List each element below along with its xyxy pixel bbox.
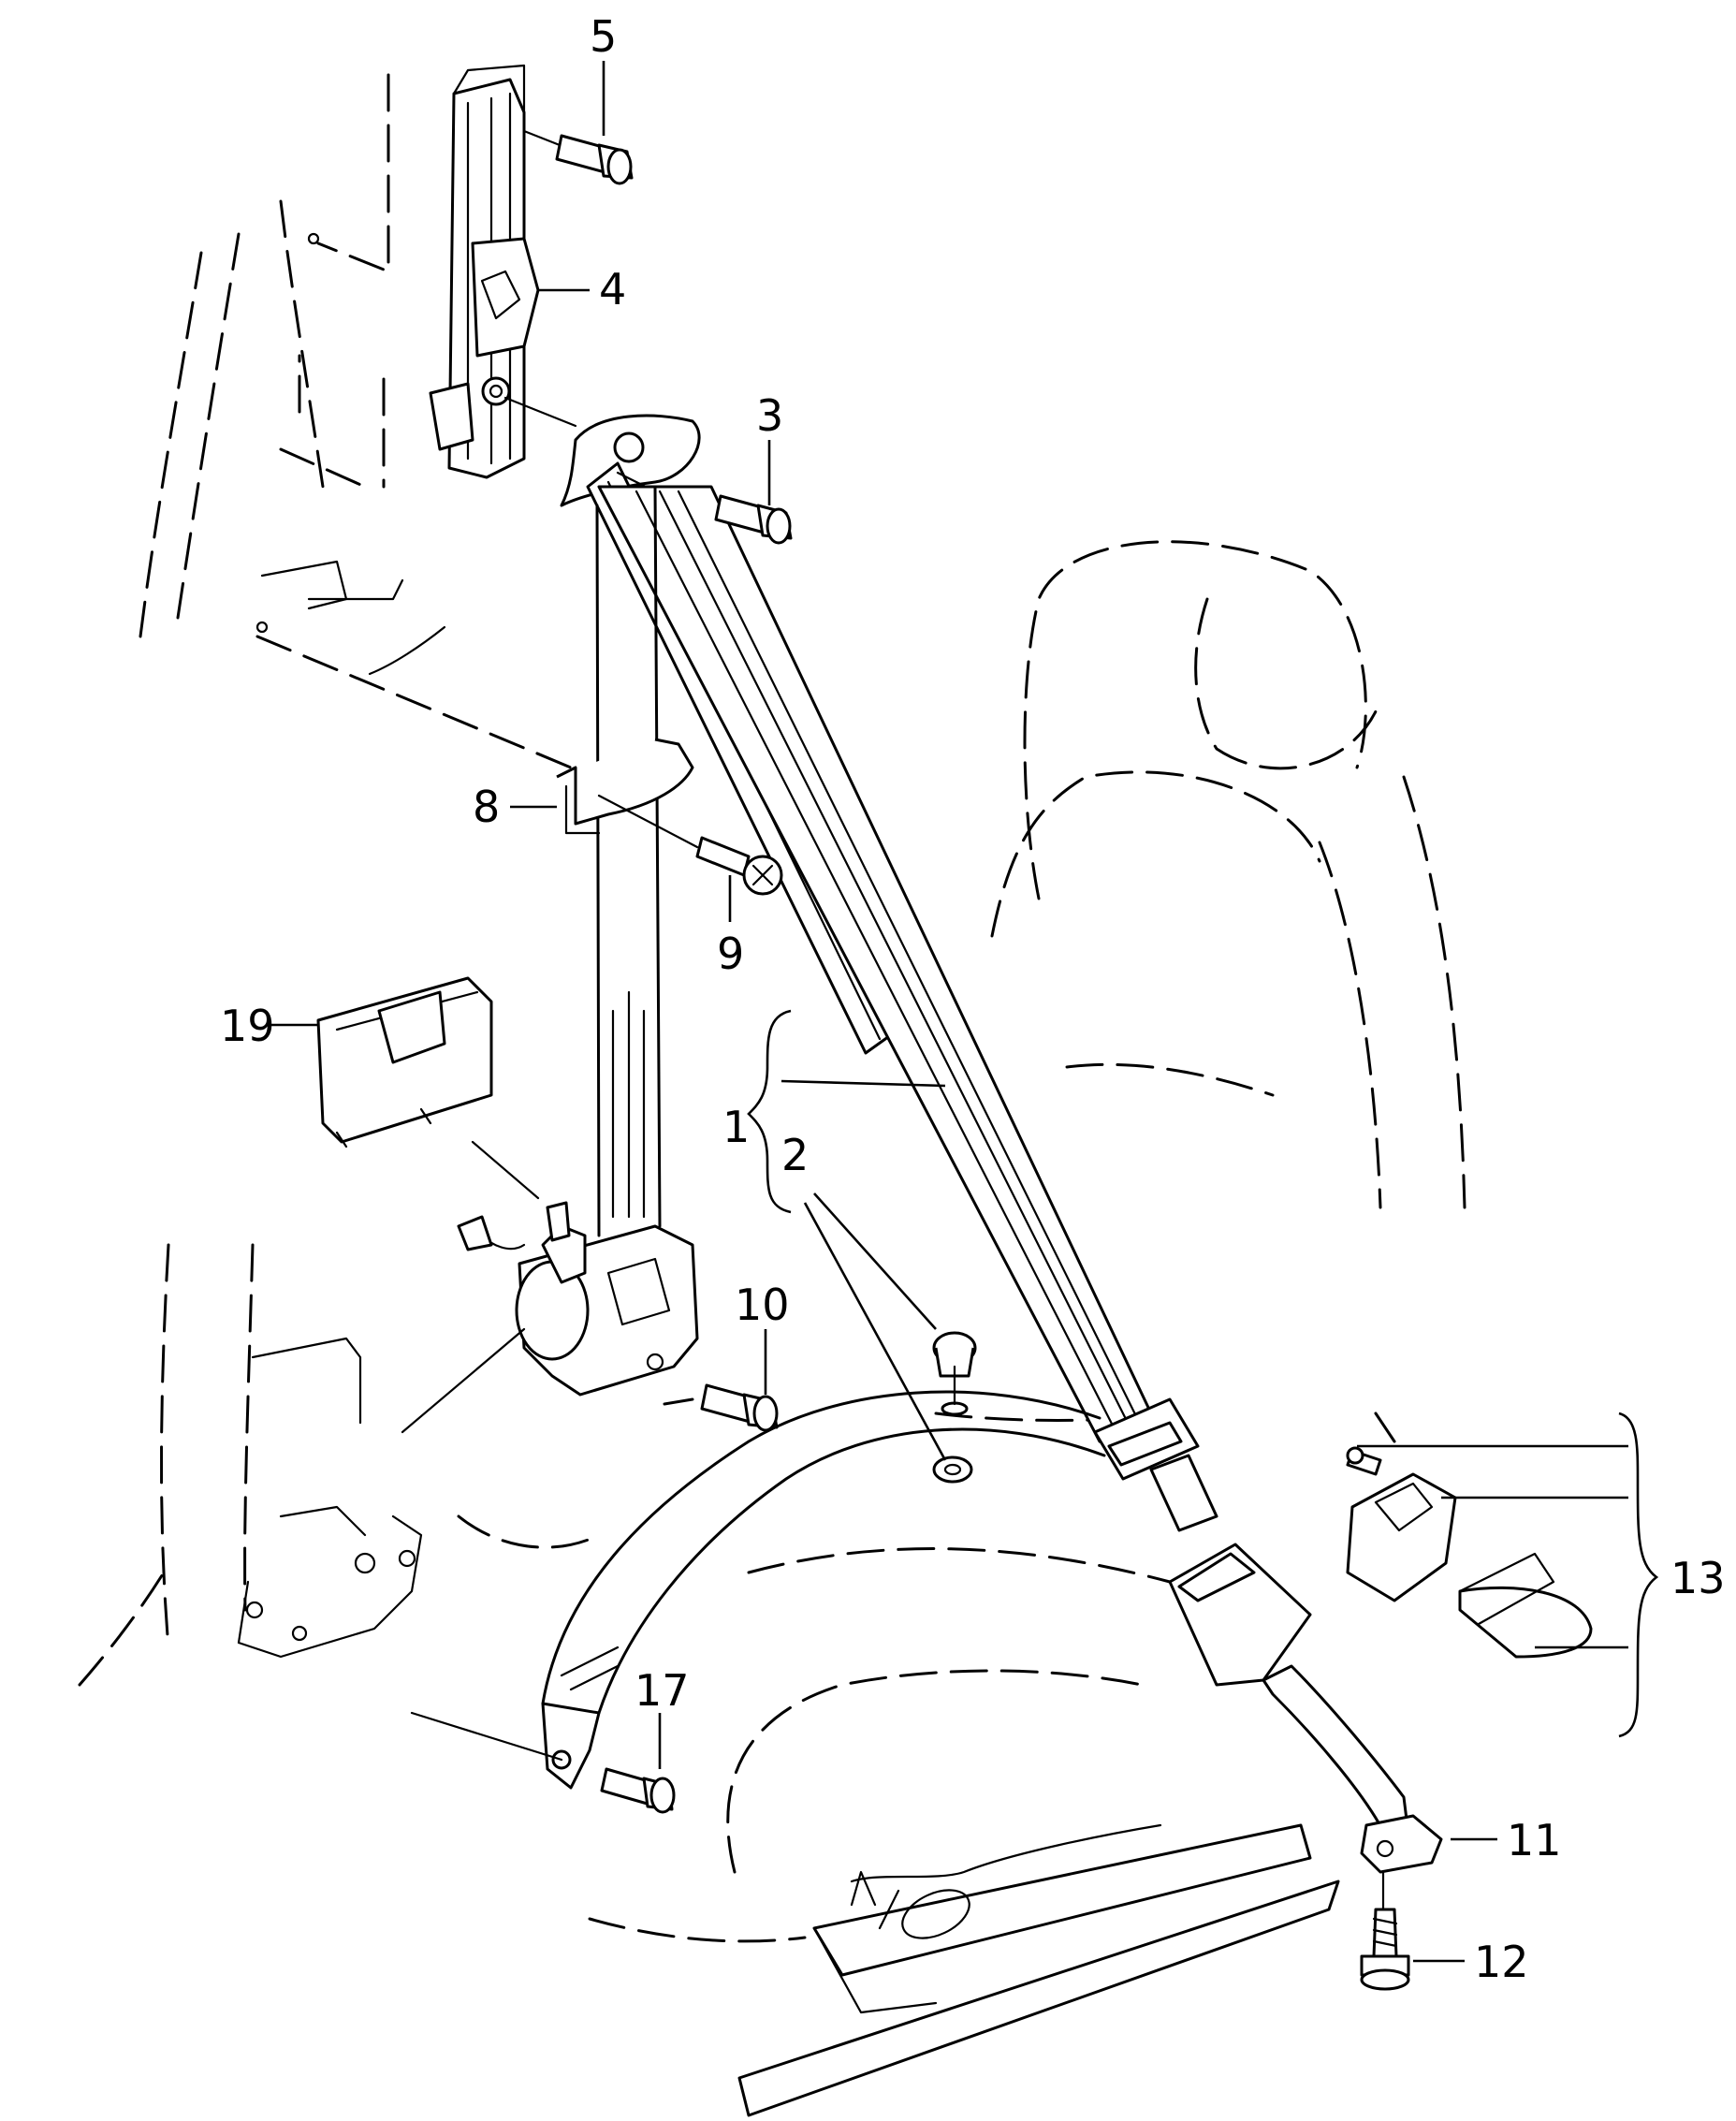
callout-17: 17 xyxy=(635,1665,690,1716)
callout-10: 10 xyxy=(735,1280,790,1330)
screw-3 xyxy=(714,494,793,545)
screw-5 xyxy=(555,134,634,185)
callout-5: 5 xyxy=(590,11,617,62)
vertical-belt xyxy=(595,485,662,1237)
callout-9: 9 xyxy=(717,929,744,979)
retractor xyxy=(457,1201,699,1397)
screw-17 xyxy=(600,1767,676,1814)
callout-19: 19 xyxy=(220,1001,275,1051)
bracket-8 xyxy=(556,738,694,835)
screw-12 xyxy=(1360,1908,1410,1991)
control-unit-19 xyxy=(316,976,493,1148)
screw-9 xyxy=(695,836,783,896)
cover-parts-13 xyxy=(1346,1472,1593,1659)
cap-and-washer-2 xyxy=(932,1331,977,1484)
lap-belt xyxy=(541,1390,1106,1790)
callout-13: 13 xyxy=(1670,1553,1726,1603)
callout-11: 11 xyxy=(1507,1815,1562,1865)
buckle-11 xyxy=(1168,1543,1443,1874)
seat-outline xyxy=(588,540,1466,1943)
leader-lines xyxy=(271,61,1628,1963)
assembly-guides xyxy=(255,73,1385,1911)
brace-1 xyxy=(747,1009,792,1214)
callout-4: 4 xyxy=(599,264,626,314)
callout-labels: 1 2 3 4 5 8 9 10 11 12 13 17 19 xyxy=(220,11,1726,1987)
callout-12: 12 xyxy=(1474,1937,1529,1987)
callout-2: 2 xyxy=(781,1130,809,1180)
screw-13-small xyxy=(1346,1446,1382,1476)
callout-1: 1 xyxy=(722,1102,750,1152)
height-adjuster xyxy=(429,64,540,479)
callout-8: 8 xyxy=(473,782,500,832)
callout-3: 3 xyxy=(756,390,783,441)
b-pillar-outline xyxy=(78,199,601,1687)
screw-10 xyxy=(700,1383,779,1432)
shoulder-belt xyxy=(597,485,1218,1532)
seat-rail xyxy=(737,1823,1340,2117)
brace-13 xyxy=(1618,1412,1659,1738)
